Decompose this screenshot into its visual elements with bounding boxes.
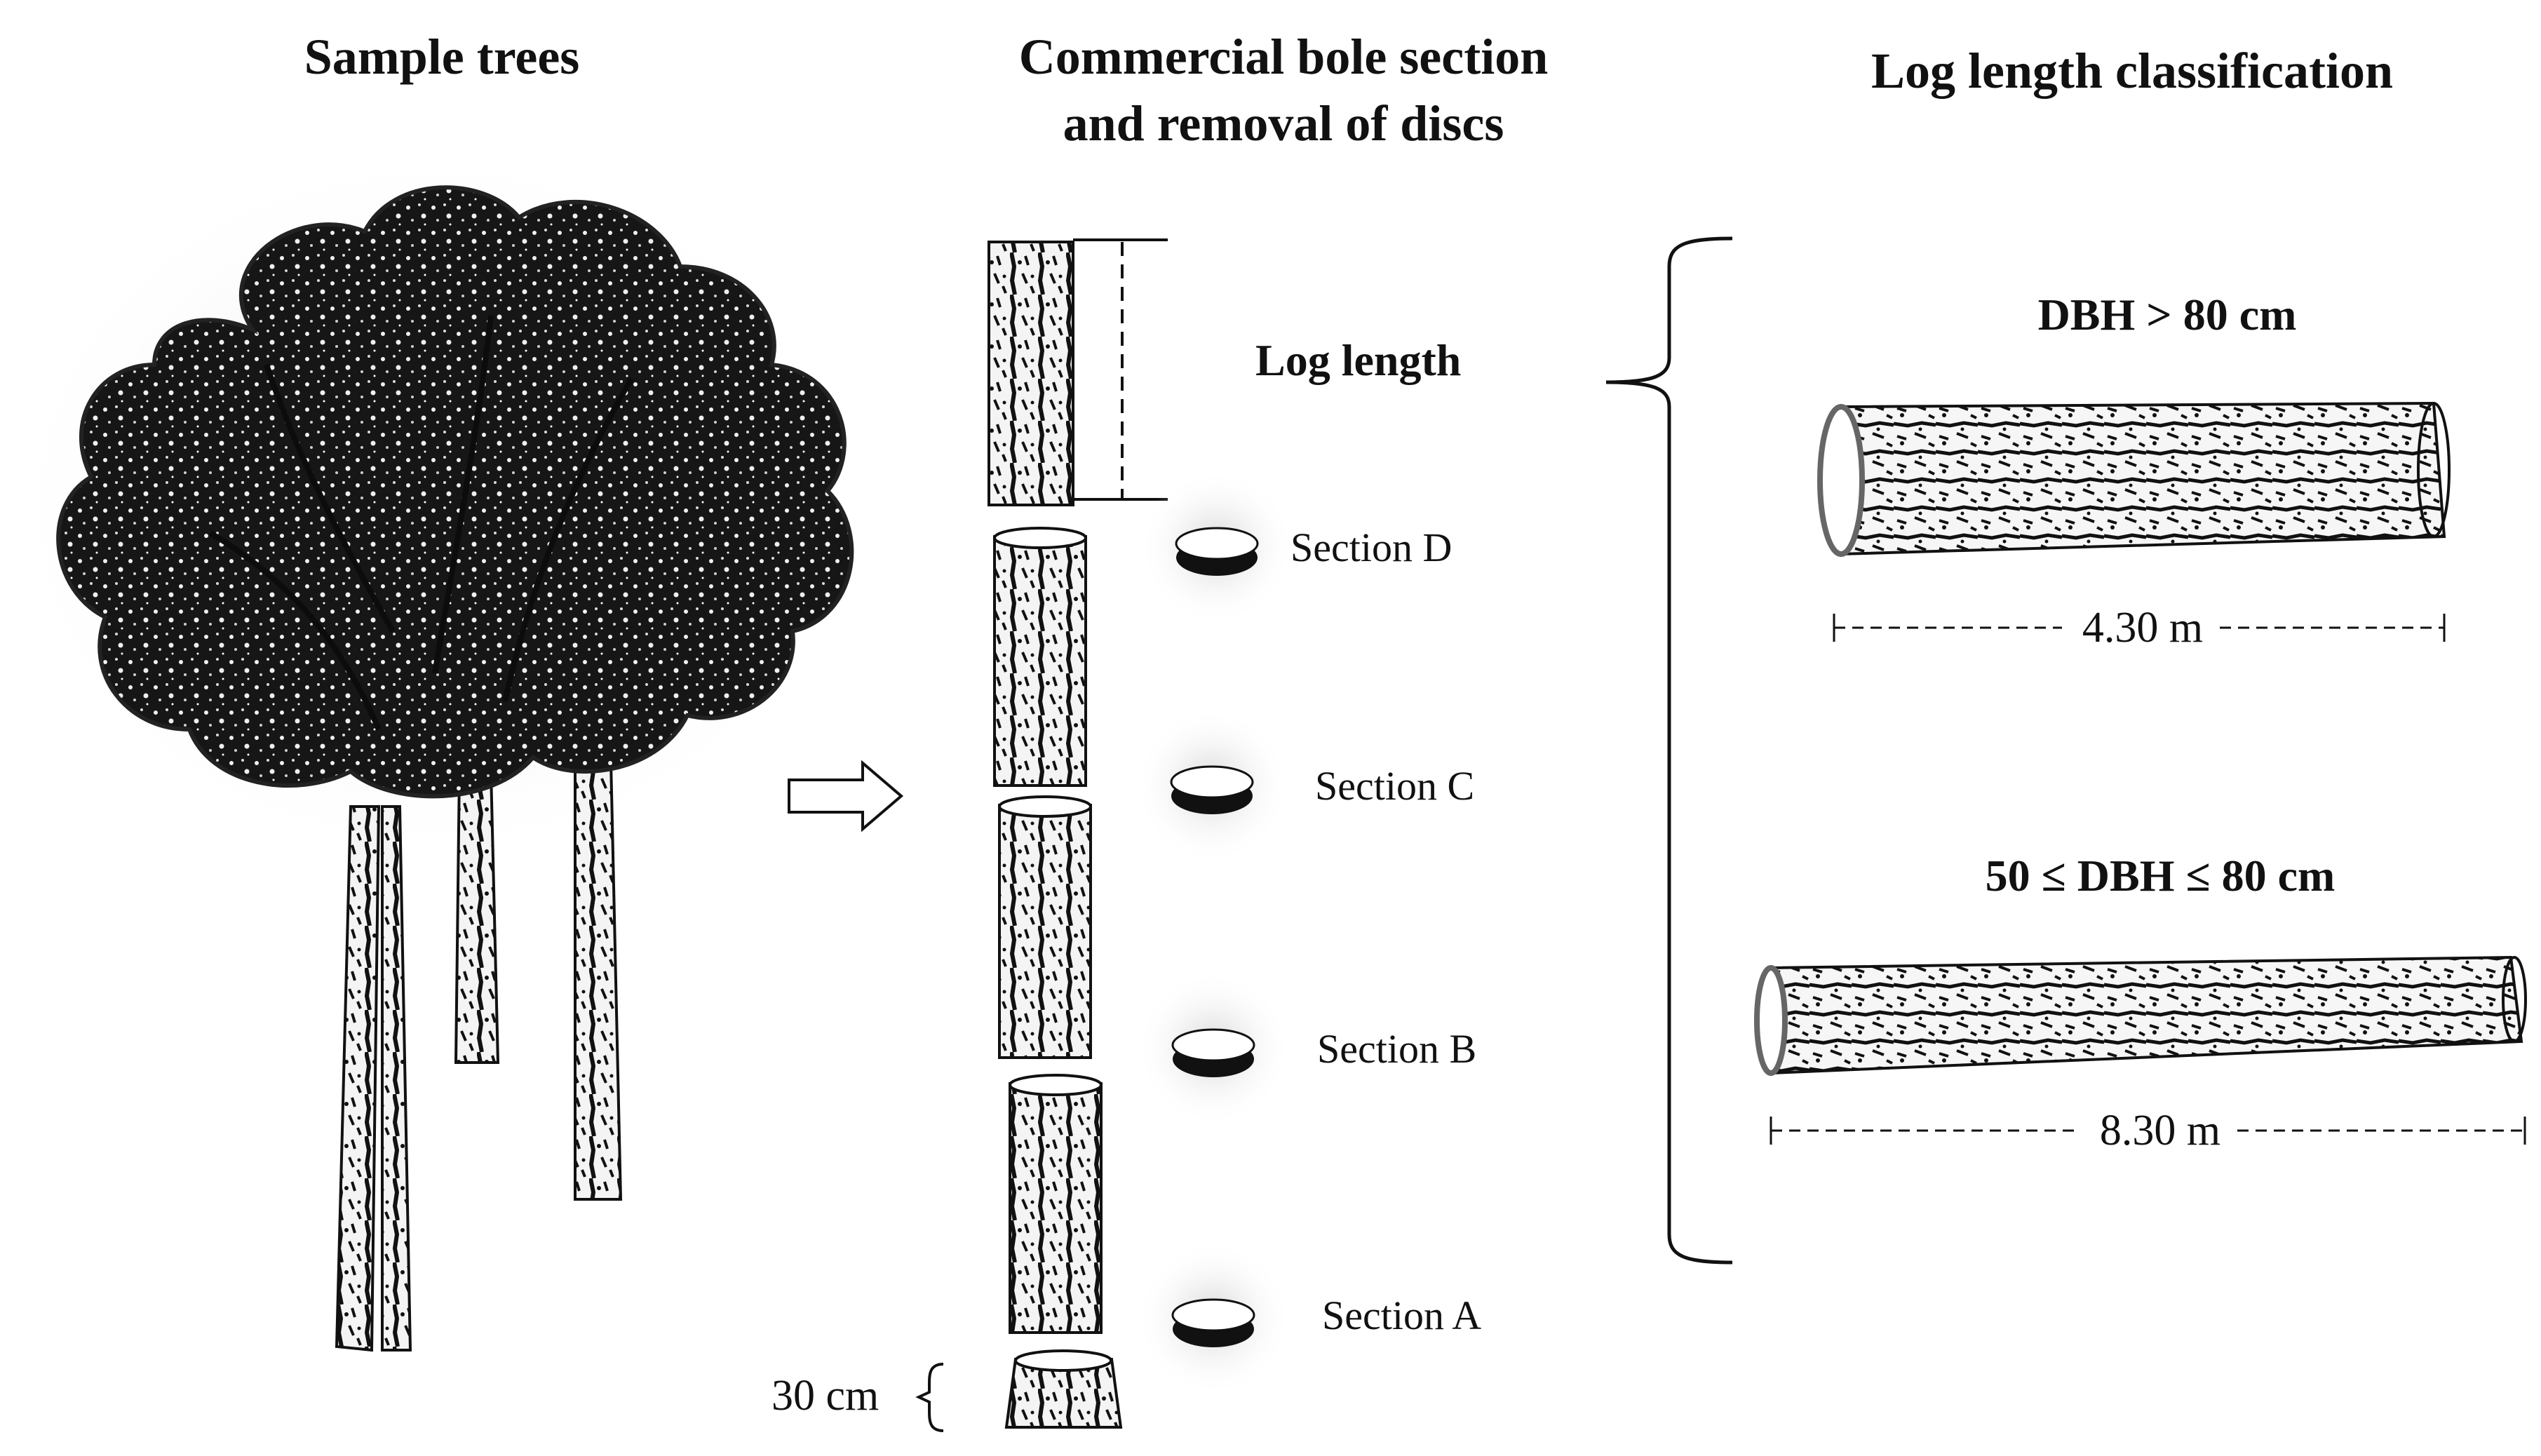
dimension-medium: 8.30 m xyxy=(1770,1107,2526,1154)
bole-log-length-segment xyxy=(988,241,1074,506)
tree-crown xyxy=(56,185,854,799)
bole-section-d xyxy=(993,535,1087,787)
disc-b xyxy=(1136,971,1290,1126)
bole-section-c xyxy=(998,804,1092,1059)
heading-bole-line1: Commercial bole section xyxy=(1019,29,1549,85)
heading-bole-line2: and removal of discs xyxy=(1063,95,1504,151)
class-medium-dbh: 50 ≤ DBH ≤ 80 cm xyxy=(1986,851,2336,901)
bole-sections xyxy=(988,238,1168,1429)
label-section-d: Section D xyxy=(1290,525,1452,570)
bole-section-b xyxy=(1009,1082,1103,1334)
label-section-a: Section A xyxy=(1322,1293,1481,1338)
disc-c xyxy=(1135,708,1289,863)
sample-trees-illustration xyxy=(0,140,870,1352)
process-arrow-icon xyxy=(788,760,904,833)
disc-d xyxy=(1140,470,1294,624)
disc-a xyxy=(1136,1241,1290,1396)
class-medium-length: 8.30 m xyxy=(2100,1107,2220,1154)
tree-trunk xyxy=(381,805,412,1351)
class-large-length: 4.30 m xyxy=(2082,604,2203,652)
log-large xyxy=(1817,401,2451,557)
label-section-b: Section B xyxy=(1317,1026,1476,1072)
tree-trunk xyxy=(454,770,500,1064)
label-section-c: Section C xyxy=(1315,763,1474,809)
heading-log-classification: Log length classification xyxy=(1871,43,2393,99)
label-log-length: Log length xyxy=(1255,335,1461,385)
disc-icon xyxy=(1171,1298,1255,1332)
label-stump-height: 30 cm xyxy=(771,1372,879,1420)
heading-sample-trees: Sample trees xyxy=(304,29,580,85)
log-medium xyxy=(1754,955,2527,1076)
disc-icon xyxy=(1175,527,1259,560)
tree-trunk xyxy=(335,805,381,1352)
dimension-large: 4.30 m xyxy=(1833,604,2446,652)
classification-brace xyxy=(1605,236,1733,1265)
class-large-dbh: DBH > 80 cm xyxy=(2038,290,2297,339)
disc-icon xyxy=(1170,765,1254,799)
stump-bracket xyxy=(915,1363,944,1432)
disc-icon xyxy=(1171,1028,1255,1062)
